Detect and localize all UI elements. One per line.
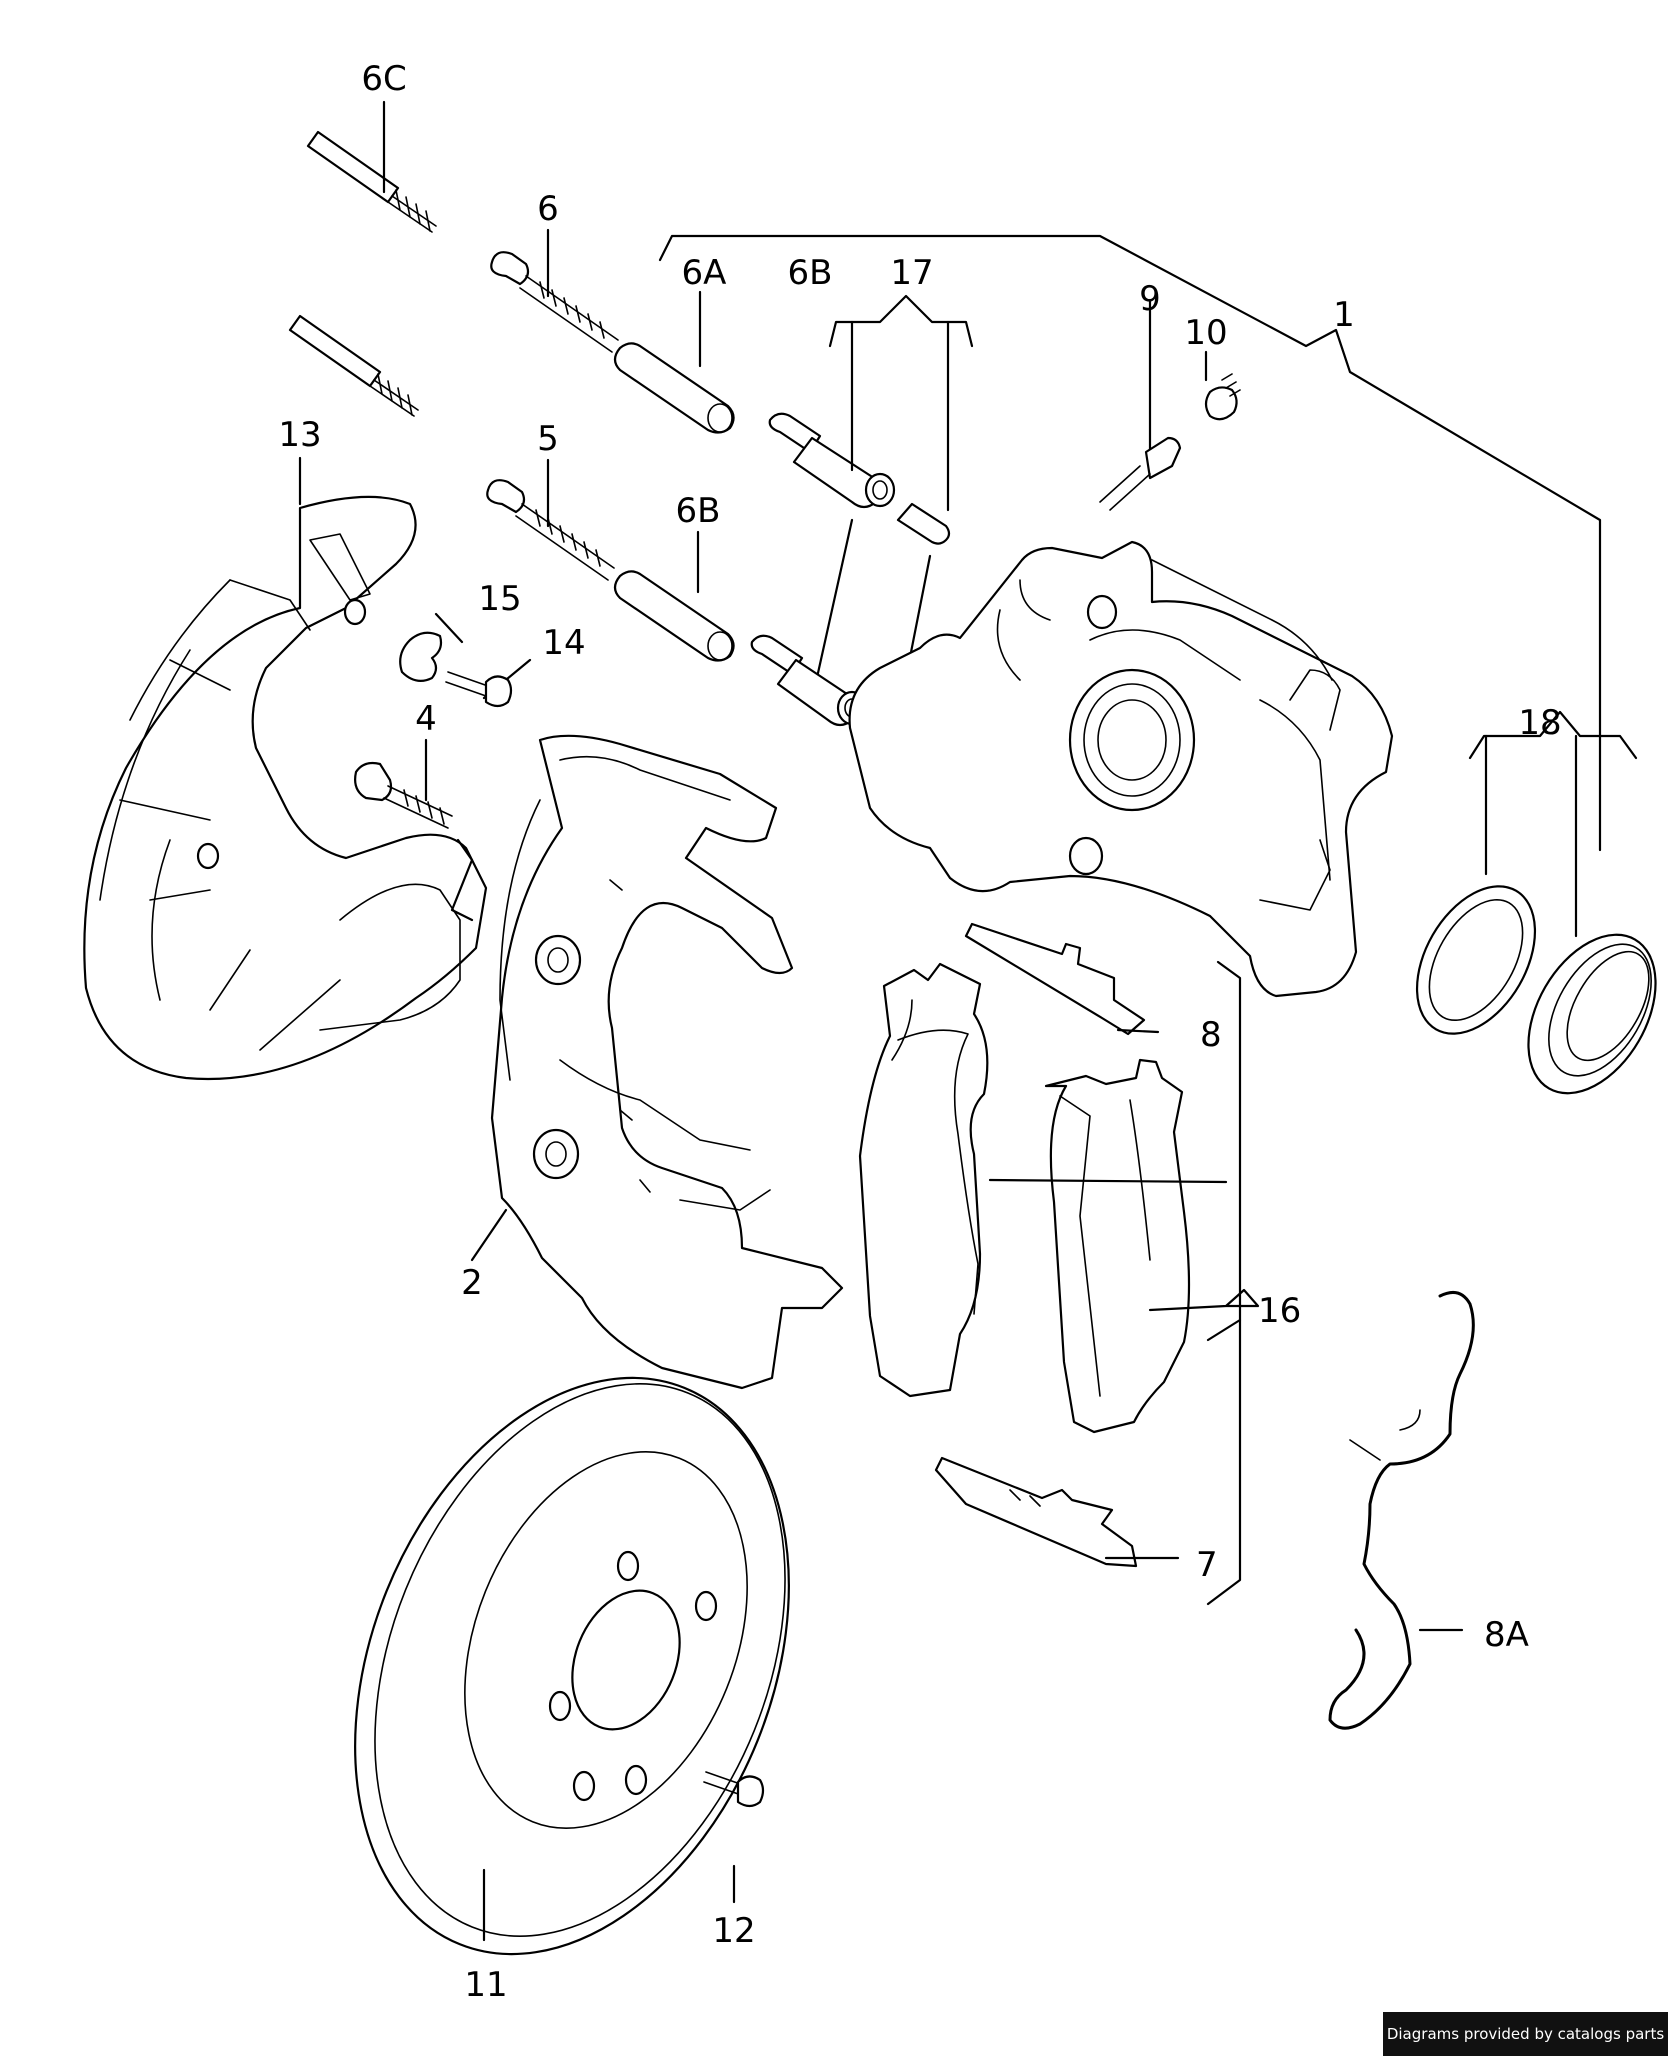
part-16-pads — [858, 960, 1260, 1606]
label-6a: 6A — [682, 253, 727, 293]
part-10-cap — [1204, 350, 1241, 421]
label-6: 6 — [537, 189, 559, 229]
label-18: 18 — [1518, 703, 1561, 743]
part-1-caliper — [848, 540, 1394, 998]
label-4: 4 — [415, 699, 437, 739]
part-8a-wear-sensor — [1328, 1290, 1475, 1730]
label-14: 14 — [542, 623, 585, 663]
part-1-leader — [658, 234, 1602, 852]
part-2-caliper-carrier — [470, 734, 844, 1390]
part-13-splash-shield — [83, 456, 488, 1081]
part-14-screw — [445, 658, 532, 708]
part-18-seals — [1415, 710, 1657, 1095]
label-9: 9 — [1139, 279, 1161, 319]
label-8: 8 — [1200, 1015, 1222, 1055]
label-12: 12 — [712, 1911, 755, 1951]
part-6-bolt — [490, 228, 619, 353]
label-5: 5 — [537, 419, 559, 459]
part-6a-sleeve — [613, 290, 735, 434]
label-6b-mid: 6B — [676, 491, 721, 531]
part-6c-guide-pins — [288, 100, 437, 417]
part-12-screw — [703, 1771, 765, 1904]
label-7: 7 — [1196, 1545, 1218, 1585]
part-7-clip — [934, 1456, 1180, 1568]
credit-banner: Diagrams provided by catalogs parts — [1383, 2012, 1668, 2056]
part-5-bolt — [486, 458, 615, 581]
part-6b-bushing-top — [768, 412, 896, 509]
part-11-disc — [354, 1376, 790, 1956]
label-6b-top: 6B — [788, 253, 833, 293]
part-8-clip — [964, 922, 1160, 1036]
label-17: 17 — [890, 253, 933, 293]
label-8a: 8A — [1484, 1615, 1529, 1655]
label-6c: 6C — [361, 59, 406, 99]
part-15-clip — [399, 612, 464, 683]
label-13: 13 — [278, 415, 321, 455]
label-11: 11 — [464, 1965, 507, 2005]
label-10: 10 — [1184, 313, 1227, 353]
part-4-bolt — [354, 738, 474, 922]
label-2: 2 — [461, 1263, 483, 1303]
label-16: 16 — [1258, 1291, 1301, 1331]
label-15: 15 — [478, 579, 521, 619]
label-1: 1 — [1333, 295, 1355, 335]
callout-labels: 6C 6 6A 6B 17 9 10 1 13 5 6B 15 14 4 18 … — [278, 59, 1561, 2005]
part-9-bleeder — [1099, 298, 1182, 511]
